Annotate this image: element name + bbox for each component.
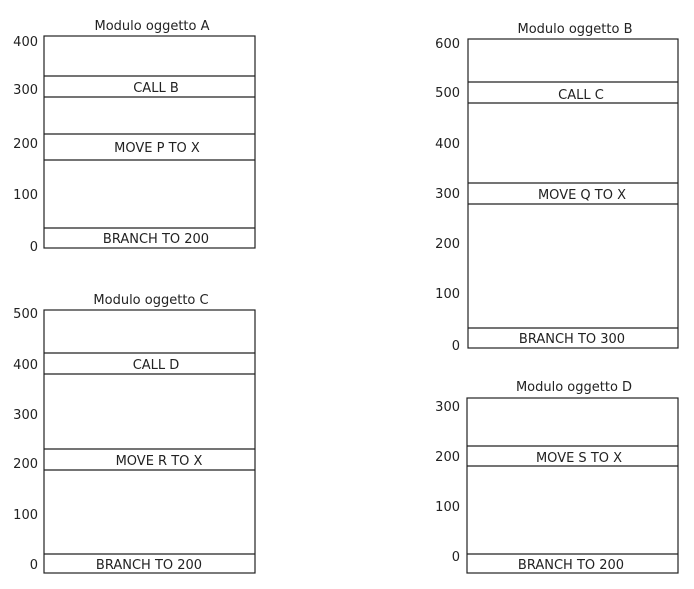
module-c-instruction-move: MOVE R TO X <box>116 454 203 469</box>
module-b-title: Modulo oggetto B <box>517 22 632 37</box>
module-d-tick-label: 100 <box>435 500 460 515</box>
module-b-tick-label: 500 <box>435 86 460 101</box>
module-c-tick-label: 300 <box>13 408 38 423</box>
module-c: Modulo oggetto C CALL D MOVE R TO X BRAN… <box>13 293 256 574</box>
module-a-title: Modulo oggetto A <box>95 19 210 34</box>
module-d-tick-label: 300 <box>435 400 460 415</box>
module-b-instruction-move: MOVE Q TO X <box>538 188 626 203</box>
module-a-tick-label: 100 <box>13 188 38 203</box>
module-a-instruction-branch: BRANCH TO 200 <box>103 232 209 247</box>
module-b-box <box>467 38 679 349</box>
module-d-title: Modulo oggetto D <box>516 380 632 395</box>
module-b-instruction-branch: BRANCH TO 300 <box>519 332 625 347</box>
module-a-tick-label: 300 <box>13 83 38 98</box>
module-d-tick-label: 0 <box>452 550 460 565</box>
module-a-box <box>43 35 256 249</box>
module-c-instruction-call: CALL D <box>133 358 180 373</box>
module-b-tick-label: 400 <box>435 137 460 152</box>
module-b: Modulo oggetto B CALL C MOVE Q TO X BRAN… <box>435 22 679 354</box>
module-b-tick-label: 0 <box>452 339 460 354</box>
module-b-instruction-call: CALL C <box>558 88 604 103</box>
module-c-tick-label: 0 <box>30 558 38 573</box>
module-c-tick-label: 200 <box>13 457 38 472</box>
module-b-tick-label: 200 <box>435 237 460 252</box>
module-d-instruction-branch: BRANCH TO 200 <box>518 558 624 573</box>
module-b-tick-label: 600 <box>435 37 460 52</box>
module-a-instruction-call: CALL B <box>133 81 179 96</box>
module-d-instruction-move: MOVE S TO X <box>536 451 622 466</box>
module-c-box <box>43 309 256 574</box>
module-d: Modulo oggetto D MOVE S TO X BRANCH TO 2… <box>435 380 679 574</box>
module-d-tick-label: 200 <box>435 450 460 465</box>
module-a-tick-label: 0 <box>30 240 38 255</box>
module-c-tick-label: 400 <box>13 358 38 373</box>
module-c-instruction-branch: BRANCH TO 200 <box>96 558 202 573</box>
module-a-instruction-move: MOVE P TO X <box>114 141 200 156</box>
module-a-tick-label: 200 <box>13 137 38 152</box>
module-c-tick-label: 100 <box>13 508 38 523</box>
module-a: Modulo oggetto A CALL B MOVE P TO X BRAN… <box>13 19 256 255</box>
module-a-tick-label: 400 <box>13 35 38 50</box>
module-c-tick-label: 500 <box>13 307 38 322</box>
module-d-box <box>466 397 679 574</box>
module-c-title: Modulo oggetto C <box>93 293 208 308</box>
module-b-tick-label: 300 <box>435 187 460 202</box>
module-b-tick-label: 100 <box>435 287 460 302</box>
